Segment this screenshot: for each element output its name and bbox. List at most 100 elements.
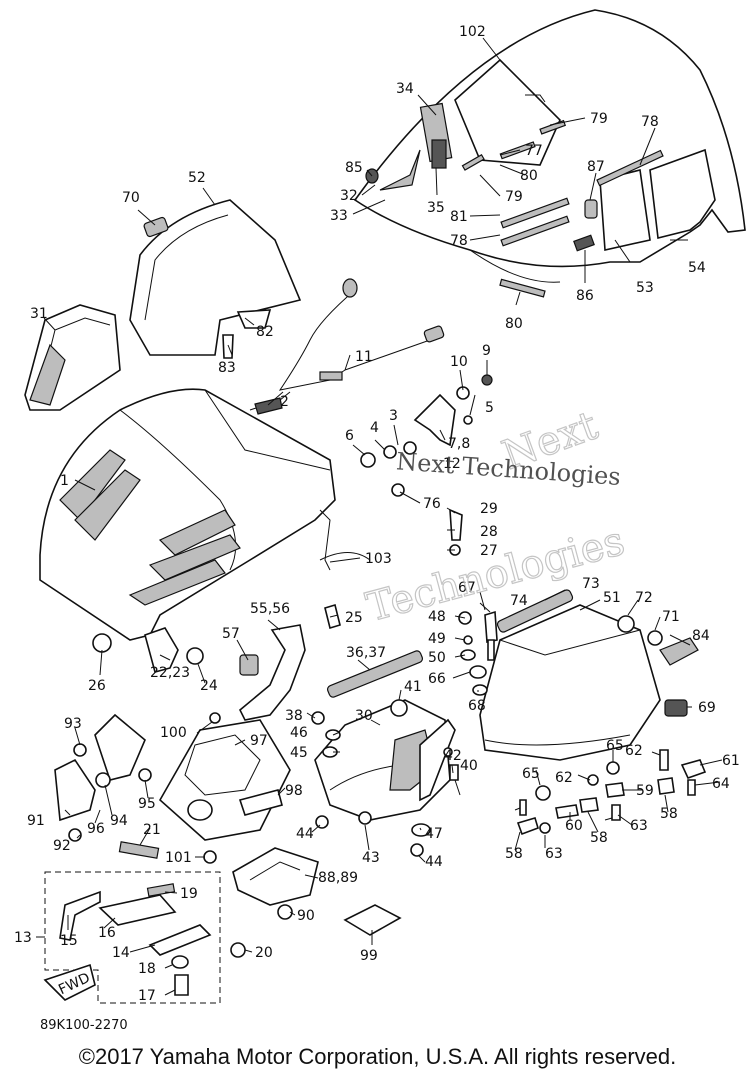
console-30: [314, 699, 456, 821]
side-cover-52: [129, 199, 302, 359]
callout-72: 72: [635, 590, 653, 606]
callout-25: 25: [345, 610, 363, 626]
callout-62b: 62: [555, 770, 573, 786]
callout-15: 15: [60, 933, 78, 949]
callout-13: 13: [14, 930, 32, 946]
callout-97: 97: [250, 733, 268, 749]
windshield: [353, 9, 746, 298]
callout-90: 90: [297, 908, 315, 924]
callout-77: 77: [525, 143, 543, 159]
callout-57: 57: [222, 626, 240, 642]
callout-71: 71: [662, 609, 680, 625]
callout-9: 9: [482, 343, 491, 359]
callout-79b: 79: [505, 189, 523, 205]
callout-69: 69: [698, 700, 716, 716]
callout-83: 83: [218, 360, 236, 376]
callout-21: 21: [143, 822, 161, 838]
callout-52: 52: [188, 170, 206, 186]
callout-85: 85: [345, 160, 363, 176]
callout-102: 102: [459, 24, 486, 40]
callout-50: 50: [428, 650, 446, 666]
hood-1: [39, 388, 336, 641]
callout-84: 84: [692, 628, 710, 644]
bottom-items: [118, 841, 402, 936]
callout-94: 94: [110, 813, 128, 829]
callout-103: 103: [365, 551, 392, 567]
bracket-91-94: [54, 713, 152, 842]
bracket-55-56: [239, 603, 341, 721]
callout-78b: 78: [450, 233, 468, 249]
callout-64: 64: [712, 776, 730, 792]
callout-95: 95: [138, 796, 156, 812]
callout-96: 96: [87, 821, 105, 837]
callout-10: 10: [450, 354, 468, 370]
callout-32: 32: [340, 188, 358, 204]
callout-70: 70: [122, 190, 140, 206]
callout-63a: 63: [630, 818, 648, 834]
part-31: [24, 304, 121, 411]
callout-62a: 62: [625, 743, 643, 759]
harness-11: [249, 278, 445, 415]
callout-34: 34: [396, 81, 414, 97]
callout-30: 30: [355, 708, 373, 724]
callout-49: 49: [428, 631, 446, 647]
callout-53: 53: [636, 280, 654, 296]
callout-67: 67: [458, 580, 476, 596]
callout-22-23: 22,23: [150, 665, 190, 681]
callout-51: 51: [603, 590, 621, 606]
callout-68: 68: [468, 698, 486, 714]
callout-18: 18: [138, 961, 156, 977]
callout-41: 41: [404, 679, 422, 695]
callout-98: 98: [285, 783, 303, 799]
callout-43: 43: [362, 850, 380, 866]
callout-31: 31: [30, 306, 48, 322]
callout-82: 82: [256, 324, 274, 340]
callout-47: 47: [425, 826, 443, 842]
callout-40: 40: [460, 758, 478, 774]
callout-27: 27: [480, 543, 498, 559]
fasteners-center: [311, 610, 498, 781]
callout-7-8: 7,8: [448, 436, 470, 452]
callout-60: 60: [565, 818, 583, 834]
copyright-notice: ©2017 Yamaha Motor Corporation, U.S.A. A…: [78, 1044, 677, 1069]
callout-99: 99: [360, 948, 378, 964]
callout-38: 38: [285, 708, 303, 724]
callout-35: 35: [427, 200, 445, 216]
callout-labels: 102 34 79 85 77 80 78 87 32 35 79 33 81 …: [14, 24, 740, 1004]
callout-44b: 44: [425, 854, 443, 870]
callout-86: 86: [576, 288, 594, 304]
callout-91: 91: [27, 813, 45, 829]
callout-65a: 65: [606, 738, 624, 754]
callout-55-56: 55,56: [250, 601, 290, 617]
callout-76: 76: [423, 496, 441, 512]
callout-54: 54: [688, 260, 706, 276]
callout-17: 17: [138, 988, 156, 1004]
callout-48: 48: [428, 609, 446, 625]
panel-97: [158, 712, 291, 841]
callout-80b: 80: [505, 316, 523, 332]
callout-66: 66: [428, 671, 446, 687]
callout-63b: 63: [545, 846, 563, 862]
callout-44a: 44: [296, 826, 314, 842]
callout-88-89: 88,89: [318, 870, 358, 886]
callout-42: 42: [444, 748, 462, 764]
callout-33: 33: [330, 208, 348, 224]
callout-3: 3: [389, 408, 398, 424]
callout-81: 81: [450, 209, 468, 225]
callout-36-37: 36,37: [346, 645, 386, 661]
callout-59: 59: [636, 783, 654, 799]
fwd-arrow: FWD: [43, 963, 96, 1001]
callout-20: 20: [255, 945, 273, 961]
callout-58a: 58: [660, 806, 678, 822]
callout-93: 93: [64, 716, 82, 732]
callout-45: 45: [290, 745, 308, 761]
callout-24: 24: [200, 678, 218, 694]
callout-16: 16: [98, 925, 116, 941]
callout-1: 1: [60, 473, 69, 489]
callout-28: 28: [480, 524, 498, 540]
callout-5: 5: [485, 400, 494, 416]
drawing-code: 89K100-2270: [40, 1018, 128, 1033]
callout-73: 73: [582, 576, 600, 592]
leader-lines: [36, 37, 723, 996]
callout-61: 61: [722, 753, 740, 769]
